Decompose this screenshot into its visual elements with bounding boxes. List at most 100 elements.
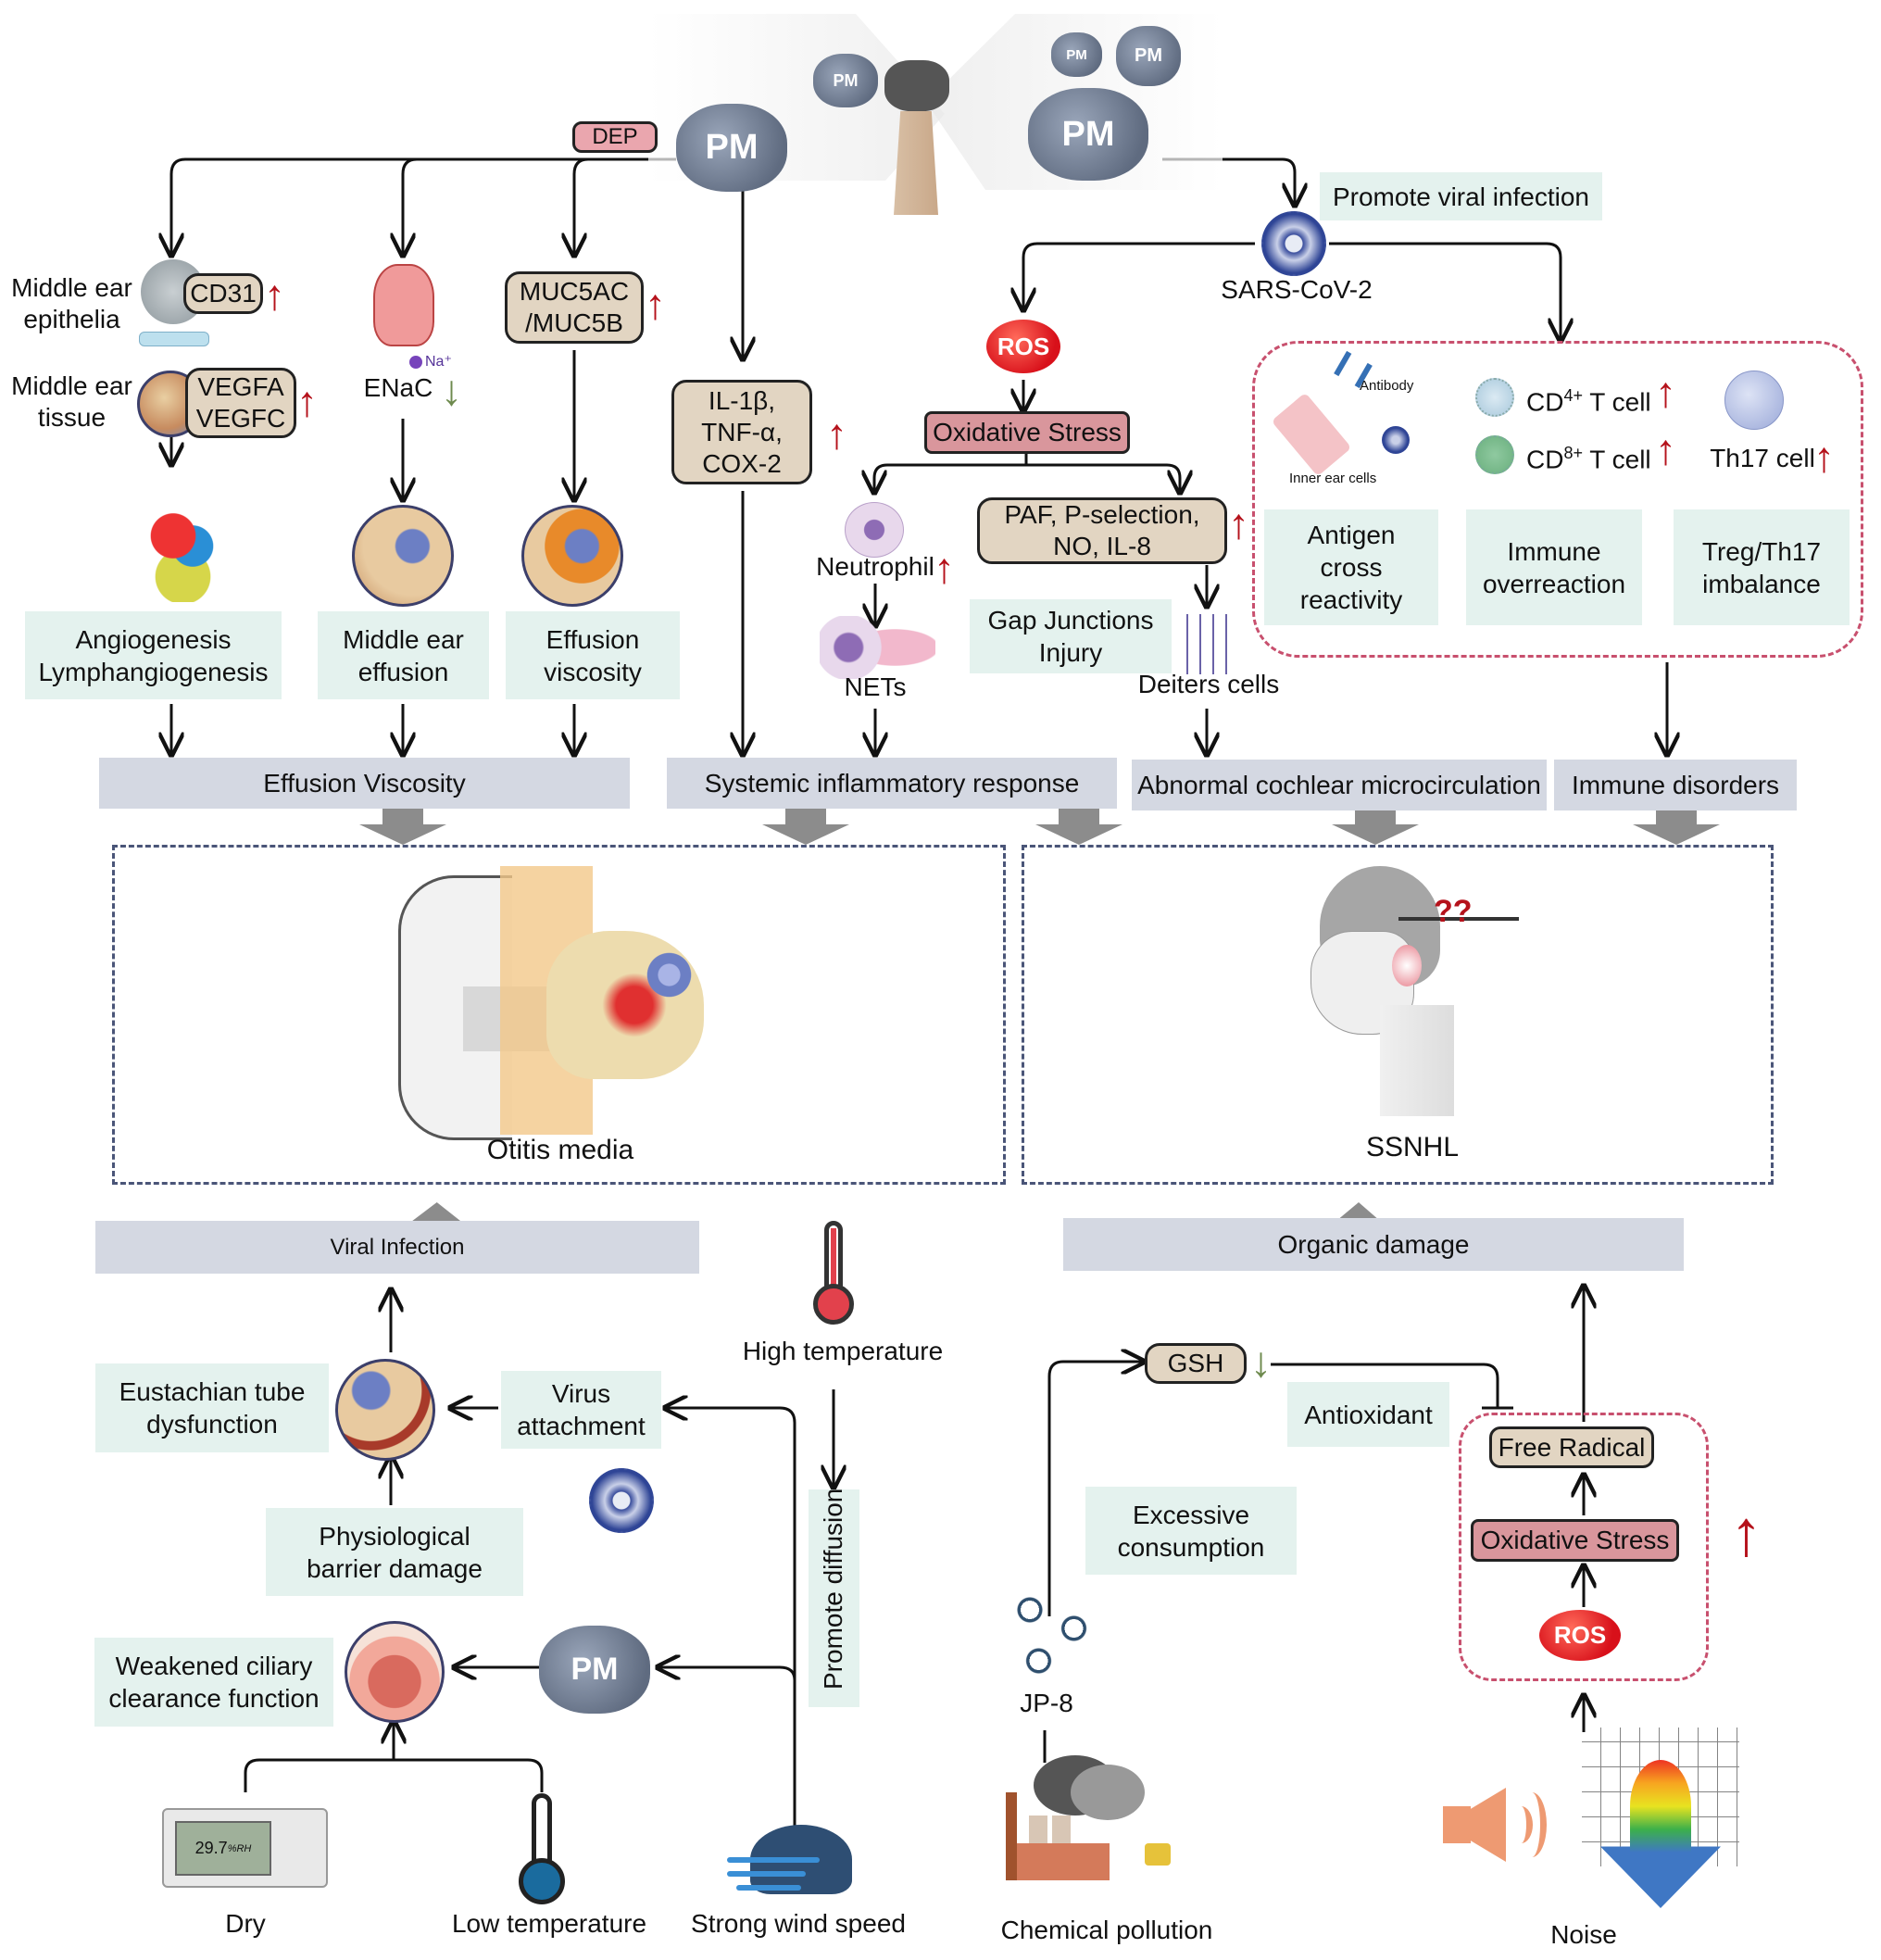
- pm-label: PM: [833, 70, 859, 90]
- arrow-to-sars: [1162, 157, 1295, 206]
- dep-label: DEP: [592, 124, 638, 149]
- arrow-to-paf: [1026, 463, 1180, 493]
- nets-icon: [820, 616, 935, 679]
- promote-diffusion-box: [809, 1489, 859, 1707]
- ssnhl-label: SSNHL: [1365, 1132, 1460, 1162]
- strong-wind-label: Strong wind speed: [691, 1909, 906, 1938]
- virus-icon: [589, 1468, 654, 1533]
- ear-anatomy-illustration: [398, 866, 722, 1140]
- arrow-wind-to-virus: [665, 1408, 796, 1880]
- cd31-box: CD31: [183, 273, 263, 314]
- ssnhl-panel: [1022, 845, 1774, 1185]
- high-temperature-label: High temperature: [742, 1337, 944, 1365]
- oxidative-stress-label: Oxidative Stress: [933, 418, 1122, 446]
- pm-cloud-small: PM: [1051, 32, 1102, 77]
- jp8-label: JP-8: [1020, 1689, 1073, 1717]
- pm-label: PM: [1066, 46, 1087, 63]
- pm-cloud-main: PM: [676, 104, 787, 192]
- humidity-reading: 29.7: [194, 1839, 228, 1857]
- free-radical-box: Free Radical: [1489, 1426, 1654, 1468]
- promote-viral-infection-box: Promote viral infection: [1320, 172, 1602, 220]
- nasal-cavity-icon: [345, 1621, 445, 1723]
- pm-label: PM: [1061, 114, 1115, 154]
- cd4-t-cell-label: CD4+ T cell: [1526, 386, 1651, 417]
- hygrometer-icon: 29.7%RH: [162, 1808, 328, 1888]
- th17-cell-icon: [1724, 371, 1784, 430]
- gsh-label: GSH: [1167, 1349, 1224, 1377]
- sars-cov-2-virus-icon: [1261, 211, 1326, 276]
- up-arrow-icon: ↑: [934, 544, 955, 592]
- factory-chimney-icon: [894, 111, 938, 215]
- wind-cloud-icon: [727, 1816, 861, 1908]
- cd31-label: CD31: [190, 279, 257, 308]
- paf-box: PAF, P-selection,NO, IL-8: [977, 497, 1227, 564]
- arrow-jp8-to-gsh: [1047, 1362, 1144, 1616]
- down-arrow-icon: ↓: [1250, 1338, 1272, 1386]
- muc-box: MUC5AC/MUC5B: [505, 271, 644, 344]
- question-marks-icon: ??: [1434, 894, 1473, 929]
- pm-label: PM: [705, 128, 759, 167]
- sars-cov-2-label: SARS-CoV-2: [1221, 275, 1373, 304]
- head-profile-illustration: [1310, 866, 1477, 1116]
- chemical-pollution-label: Chemical pollution: [1000, 1916, 1213, 1944]
- viral-infection-bar: Viral Infection: [95, 1221, 699, 1274]
- down-arrow-icon: ↓: [441, 366, 462, 414]
- high-temperature-thermometer-icon: [813, 1221, 854, 1330]
- low-temperature-thermometer-icon: [519, 1793, 565, 1904]
- enac-label: ENaC: [363, 373, 433, 402]
- immune-disorders-bar: Immune disorders: [1554, 760, 1797, 810]
- cd8-t-cell-icon: [1475, 435, 1514, 474]
- petri-dish-icon: [139, 332, 209, 346]
- deiters-cells-label: Deiters cells: [1137, 670, 1280, 698]
- hygrometer-display: 29.7%RH: [175, 1821, 271, 1876]
- cytokines-box: IL-1β,TNF-α,COX-2: [671, 380, 812, 484]
- otitis-media-panel: [112, 845, 1006, 1185]
- dry-label: Dry: [225, 1909, 266, 1938]
- pm-cloud-main: PM: [1028, 88, 1148, 181]
- neutrophil-label: Neutrophil: [816, 552, 934, 581]
- up-arrow-icon: ↑: [1813, 433, 1835, 481]
- antioxidant-box: Antioxidant: [1287, 1382, 1449, 1447]
- up-arrow-icon: ↑: [1730, 1497, 1762, 1569]
- chemical-factory-icon: [1006, 1755, 1191, 1880]
- speaker-icon: [1443, 1788, 1547, 1862]
- arrow-to-cd31: [171, 157, 676, 256]
- oxidative-damage-box: [1459, 1413, 1709, 1681]
- pm-cloud: PM: [539, 1626, 650, 1714]
- enac-channel-icon: [373, 264, 434, 346]
- up-arrow-icon: ↑: [296, 377, 318, 425]
- arrow-to-neutrophil: [874, 454, 1028, 493]
- up-arrow-icon: ↑: [645, 280, 666, 328]
- jp8-molecule-icon: [1012, 1591, 1100, 1684]
- virus-small-icon: [1382, 426, 1410, 454]
- inhibit-line: [1271, 1363, 1499, 1408]
- eustachian-tube-icon: [335, 1359, 435, 1461]
- systemic-inflammatory-bar: Systemic inflammatory response: [667, 758, 1117, 809]
- oxidative-stress-box: Oxidative Stress: [924, 411, 1130, 454]
- up-arrow-icon: ↑: [1655, 425, 1676, 473]
- up-arrow-icon: ↑: [1228, 499, 1249, 547]
- oxidative-stress-box-bottom: Oxidative Stress: [1471, 1519, 1679, 1562]
- promote-diffusion-label: Promote diffusion: [819, 1488, 847, 1690]
- sodium-ion-icon: [409, 356, 422, 369]
- otitis-media-label: Otitis media: [486, 1135, 634, 1165]
- arrow-to-ros: [1023, 242, 1255, 310]
- ros-label: ROS: [997, 332, 1050, 360]
- dep-box: DEP: [572, 121, 658, 153]
- sound-wave-icon: [1398, 917, 1519, 921]
- low-temperature-label: Low temperature: [451, 1909, 647, 1938]
- cd4-t-cell-icon: [1475, 378, 1514, 417]
- noise-3d-plot-icon: [1582, 1728, 1739, 1908]
- ros-badge: ROS: [986, 320, 1060, 373]
- immune-mechanism-box: [1252, 341, 1863, 658]
- cochlear-microcirculation-bar: Abnormal cochlear microcirculation: [1132, 760, 1547, 810]
- arrow-to-immune-box: [1329, 242, 1561, 341]
